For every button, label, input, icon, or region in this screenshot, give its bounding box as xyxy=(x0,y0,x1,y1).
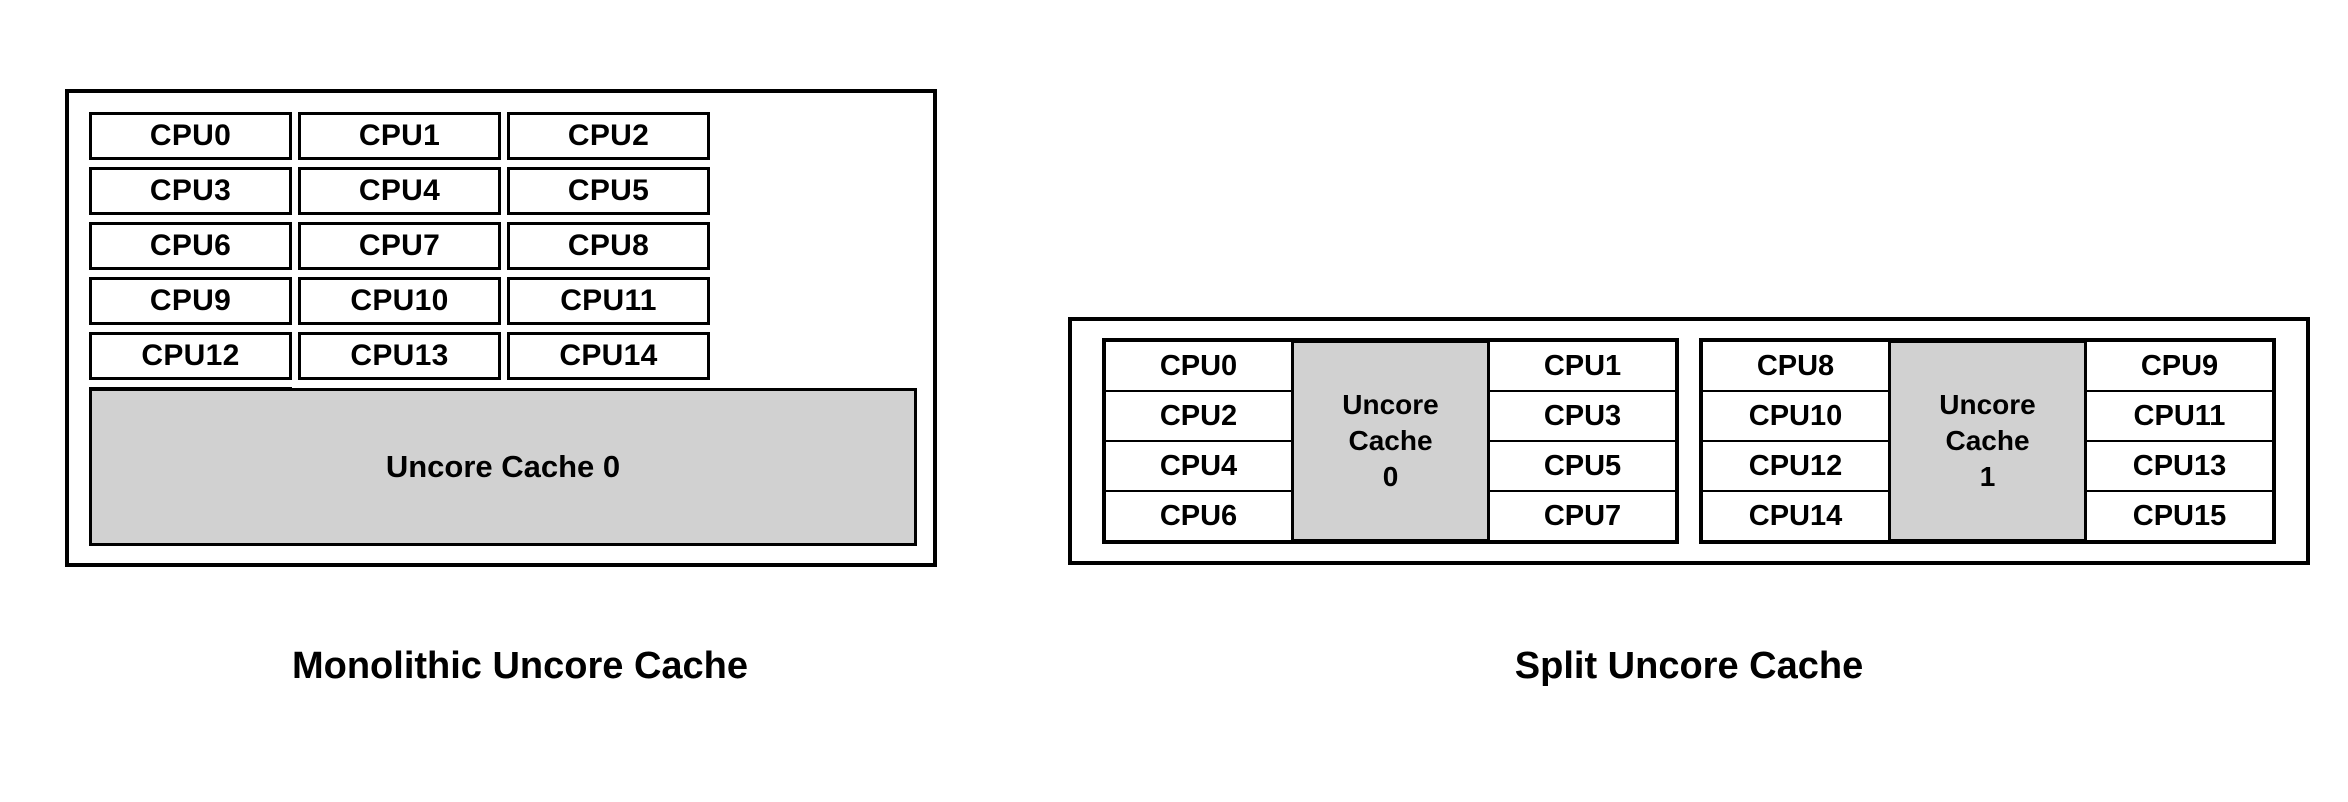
cpu-box: CPU8 xyxy=(507,222,710,270)
split-cache-group: CPU8 CPU10 CPU12 CPU14 Uncore Cache 1 CP… xyxy=(1699,338,2276,544)
cpu-box: CPU11 xyxy=(507,277,710,325)
uncore-cache-label-line: 1 xyxy=(1979,460,1996,492)
monolithic-uncore-cache-figure: CPU0 CPU1 CPU2 CPU3 CPU4 CPU5 CPU6 CPU7 … xyxy=(0,0,1050,802)
cpu-box: CPU7 xyxy=(298,222,501,270)
uncore-cache-block: Uncore Cache 1 xyxy=(1889,341,2086,541)
cpu-box: CPU2 xyxy=(507,112,710,160)
uncore-cache-block: Uncore Cache 0 xyxy=(89,388,917,546)
split-group-left-cpu-column: CPU0 CPU2 CPU4 CPU6 xyxy=(1104,340,1293,542)
cpu-box: CPU4 xyxy=(1104,440,1293,492)
cpu-box: CPU3 xyxy=(1488,390,1677,442)
split-uncore-cache-figure: CPU0 CPU2 CPU4 CPU6 Uncore Cache 0 CPU1 … xyxy=(1050,0,2348,802)
cpu-box: CPU10 xyxy=(298,277,501,325)
uncore-cache-label-line: Uncore xyxy=(1342,389,1439,421)
monolithic-figure-caption: Monolithic Uncore Cache xyxy=(291,645,749,687)
cpu-box: CPU5 xyxy=(507,167,710,215)
split-group-right-cpu-column: CPU9 CPU11 CPU13 CPU15 xyxy=(2085,340,2274,542)
cpu-box: CPU3 xyxy=(89,167,292,215)
cpu-box: CPU6 xyxy=(1104,490,1293,542)
uncore-cache-block: Uncore Cache 0 xyxy=(1292,341,1489,541)
cpu-box: CPU10 xyxy=(1701,390,1890,442)
cpu-box: CPU8 xyxy=(1701,340,1890,392)
cpu-box: CPU6 xyxy=(89,222,292,270)
cpu-box: CPU7 xyxy=(1488,490,1677,542)
cpu-box: CPU1 xyxy=(298,112,501,160)
uncore-cache-label-line: Cache xyxy=(1945,425,2030,457)
cpu-box: CPU13 xyxy=(298,332,501,380)
cpu-box: CPU9 xyxy=(89,277,292,325)
cpu-box: CPU12 xyxy=(89,332,292,380)
cpu-box: CPU13 xyxy=(2085,440,2274,492)
cpu-box: CPU9 xyxy=(2085,340,2274,392)
cpu-box: CPU4 xyxy=(298,167,501,215)
uncore-cache-label-line: Cache xyxy=(1348,425,1433,457)
cpu-box: CPU12 xyxy=(1701,440,1890,492)
cpu-box: CPU14 xyxy=(1701,490,1890,542)
cpu-box: CPU1 xyxy=(1488,340,1677,392)
cpu-box: CPU14 xyxy=(507,332,710,380)
monolithic-package-outline: CPU0 CPU1 CPU2 CPU3 CPU4 CPU5 CPU6 CPU7 … xyxy=(65,89,937,567)
cpu-box: CPU11 xyxy=(2085,390,2274,442)
split-group-right-cpu-column: CPU1 CPU3 CPU5 CPU7 xyxy=(1488,340,1677,542)
monolithic-cpu-grid: CPU0 CPU1 CPU2 CPU3 CPU4 CPU5 CPU6 CPU7 … xyxy=(89,112,917,435)
split-figure-caption: Split Uncore Cache xyxy=(1514,645,1864,687)
cpu-box: CPU15 xyxy=(2085,490,2274,542)
split-cache-group: CPU0 CPU2 CPU4 CPU6 Uncore Cache 0 CPU1 … xyxy=(1102,338,1679,544)
split-group-left-cpu-column: CPU8 CPU10 CPU12 CPU14 xyxy=(1701,340,1890,542)
cpu-box: CPU0 xyxy=(1104,340,1293,392)
cpu-box: CPU2 xyxy=(1104,390,1293,442)
cpu-box: CPU5 xyxy=(1488,440,1677,492)
split-package-outline: CPU0 CPU2 CPU4 CPU6 Uncore Cache 0 CPU1 … xyxy=(1068,317,2310,565)
cpu-box: CPU0 xyxy=(89,112,292,160)
uncore-cache-label-line: Uncore xyxy=(1939,389,2036,421)
uncore-cache-label-line: 0 xyxy=(1382,460,1399,492)
